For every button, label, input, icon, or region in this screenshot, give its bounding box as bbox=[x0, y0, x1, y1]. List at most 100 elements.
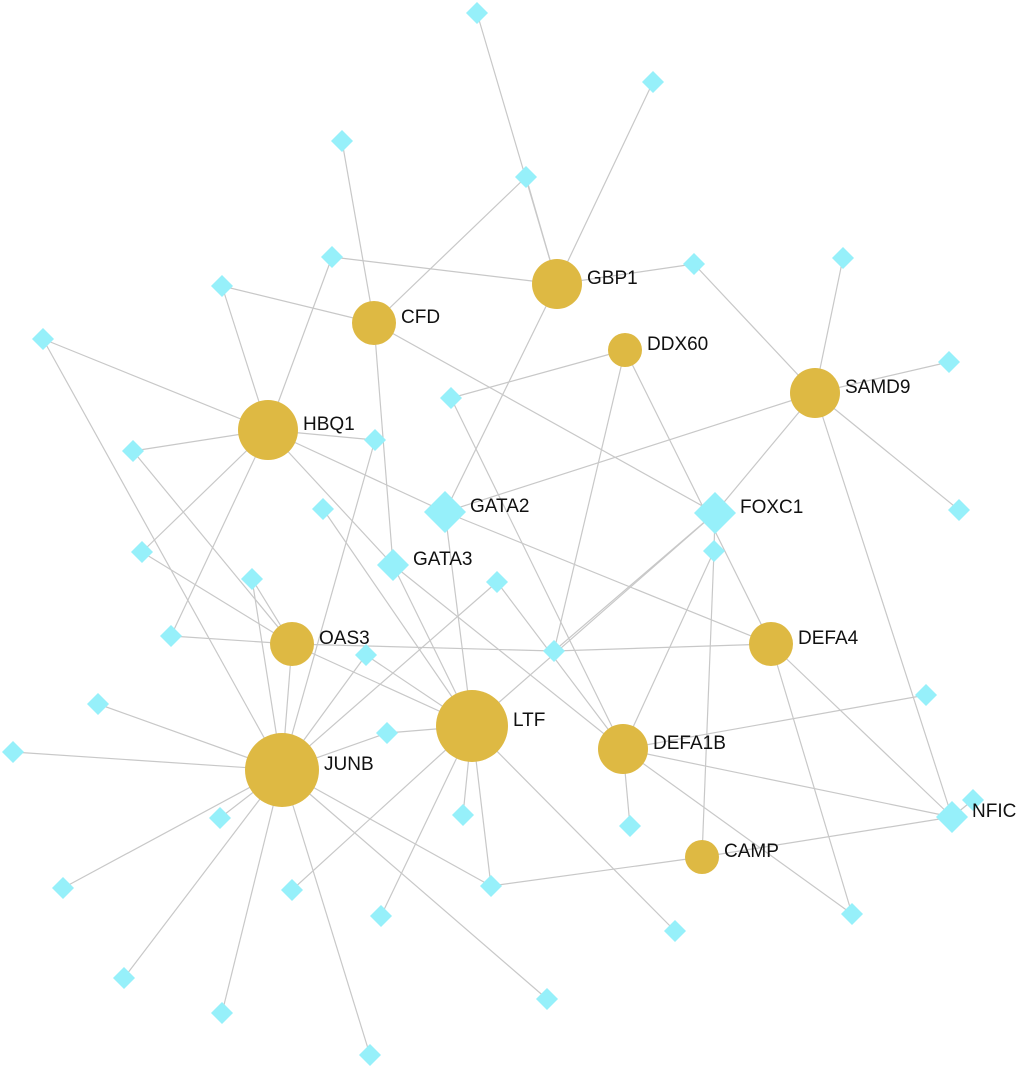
edge-JUNB-d28 bbox=[281, 769, 492, 887]
node-label: GATA3 bbox=[413, 549, 472, 570]
node-label: OAS3 bbox=[319, 628, 370, 649]
node-label: NFIC bbox=[972, 801, 1016, 822]
edge-LTF-d31 bbox=[291, 725, 473, 891]
regulator-node[interactable] bbox=[536, 988, 558, 1010]
regulator-node[interactable] bbox=[32, 328, 54, 350]
edge-JUNB-d35 bbox=[221, 769, 283, 1014]
gene-node-defa4[interactable] bbox=[749, 622, 793, 666]
regulator-node[interactable] bbox=[832, 247, 854, 269]
regulator-node[interactable] bbox=[480, 875, 502, 897]
edge-layer bbox=[12, 12, 974, 1056]
gene-node-hbq1[interactable] bbox=[238, 400, 298, 460]
regulator-node[interactable] bbox=[321, 246, 343, 268]
node-label: FOXC1 bbox=[740, 497, 803, 518]
regulator-node[interactable] bbox=[466, 2, 488, 24]
regulator-node-nfic[interactable] bbox=[936, 801, 968, 833]
node-label: DDX60 bbox=[647, 334, 708, 355]
node-label: SAMD9 bbox=[845, 377, 910, 398]
gene-node-ddx60[interactable] bbox=[608, 333, 642, 367]
regulator-node[interactable] bbox=[359, 1044, 381, 1066]
regulator-node[interactable] bbox=[241, 568, 263, 590]
node-label: HBQ1 bbox=[303, 414, 355, 435]
gene-node-samd9[interactable] bbox=[790, 368, 840, 418]
regulator-node[interactable] bbox=[281, 879, 303, 901]
regulator-node[interactable] bbox=[312, 498, 334, 520]
edge-GBP1-d2 bbox=[556, 81, 654, 285]
edge-HBQ1-GATA2 bbox=[267, 429, 446, 513]
regulator-node[interactable] bbox=[440, 387, 462, 409]
edge-d10-JUNB bbox=[281, 439, 376, 771]
edge-d20-JUNB bbox=[281, 581, 498, 771]
edge-DEFA4-d29 bbox=[770, 643, 853, 915]
regulator-node[interactable] bbox=[131, 541, 153, 563]
node-label: DEFA4 bbox=[798, 628, 859, 649]
regulator-node[interactable] bbox=[683, 253, 705, 275]
regulator-node[interactable] bbox=[211, 275, 233, 297]
regulator-node[interactable] bbox=[370, 905, 392, 927]
regulator-node[interactable] bbox=[664, 920, 686, 942]
edge-DDX60-DEFA4 bbox=[624, 349, 772, 645]
node-label: CAMP bbox=[724, 841, 779, 862]
gene-node-camp[interactable] bbox=[685, 840, 719, 874]
regulator-node[interactable] bbox=[122, 440, 144, 462]
edge-CFD-d7 bbox=[221, 285, 375, 324]
regulator-node[interactable] bbox=[364, 429, 386, 451]
regulator-node[interactable] bbox=[515, 166, 537, 188]
edge-SAMD9-GATA2 bbox=[444, 392, 816, 513]
edge-GBP1-GATA2 bbox=[444, 283, 558, 513]
node-label: GATA2 bbox=[470, 496, 529, 517]
edge-d19-CAMP bbox=[701, 550, 715, 858]
regulator-node[interactable] bbox=[52, 877, 74, 899]
edge-LTF-d33 bbox=[471, 725, 676, 932]
gene-node-ltf[interactable] bbox=[436, 690, 508, 762]
edge-JUNB-d14 bbox=[42, 338, 283, 771]
gene-node-defa1b[interactable] bbox=[598, 724, 648, 774]
regulator-node[interactable] bbox=[209, 807, 231, 829]
regulator-node[interactable] bbox=[703, 540, 725, 562]
regulator-node-gata3[interactable] bbox=[377, 549, 409, 581]
edge-DDX60-d21 bbox=[553, 349, 626, 652]
regulator-node[interactable] bbox=[841, 903, 863, 925]
regulator-node[interactable] bbox=[962, 789, 984, 811]
edge-d9-DEFA1B bbox=[450, 397, 624, 750]
regulator-node[interactable] bbox=[376, 722, 398, 744]
edge-JUNB-d30 bbox=[62, 769, 283, 889]
gene-node-oas3[interactable] bbox=[270, 622, 314, 666]
edge-CAMP-NFIC bbox=[701, 816, 953, 858]
regulator-node[interactable] bbox=[915, 684, 937, 706]
regulator-node[interactable] bbox=[452, 804, 474, 826]
gene-node-cfd[interactable] bbox=[352, 301, 396, 345]
regulator-node-gata2[interactable] bbox=[424, 491, 466, 533]
edge-HBQ1-GATA3 bbox=[267, 429, 394, 566]
regulator-node[interactable] bbox=[2, 741, 24, 763]
gene-node-gbp1[interactable] bbox=[532, 259, 582, 309]
edge-CAMP-d28 bbox=[490, 856, 703, 887]
edge-HBQ1-d14 bbox=[42, 338, 269, 431]
regulator-node[interactable] bbox=[948, 499, 970, 521]
regulator-node[interactable] bbox=[113, 967, 135, 989]
edge-DEFA1B-d29 bbox=[622, 748, 853, 915]
regulator-node[interactable] bbox=[160, 625, 182, 647]
regulator-node-foxc1[interactable] bbox=[694, 492, 736, 534]
edge-SAMD9-NFIC bbox=[814, 392, 953, 818]
regulator-node[interactable] bbox=[211, 1002, 233, 1024]
gene-node-junb[interactable] bbox=[245, 733, 319, 807]
edge-DEFA1B-d38 bbox=[622, 694, 927, 750]
edge-FOXC1-LTF bbox=[471, 512, 716, 727]
regulator-node[interactable] bbox=[543, 640, 565, 662]
regulator-node[interactable] bbox=[355, 644, 377, 666]
regulator-node[interactable] bbox=[486, 571, 508, 593]
regulator-node[interactable] bbox=[642, 71, 664, 93]
regulator-node[interactable] bbox=[331, 130, 353, 152]
regulator-node[interactable] bbox=[87, 693, 109, 715]
edge-JUNB-d24 bbox=[12, 751, 283, 771]
edge-d21-DEFA4 bbox=[553, 643, 772, 652]
edge-HBQ1-d5 bbox=[267, 256, 333, 431]
regulator-node[interactable] bbox=[619, 815, 641, 837]
edge-SAMD9-d17 bbox=[814, 392, 960, 511]
regulator-node[interactable] bbox=[938, 351, 960, 373]
edge-DEFA1B-d20 bbox=[496, 581, 624, 750]
edge-JUNB-d34 bbox=[123, 769, 283, 979]
edge-JUNB-d36 bbox=[281, 769, 371, 1056]
